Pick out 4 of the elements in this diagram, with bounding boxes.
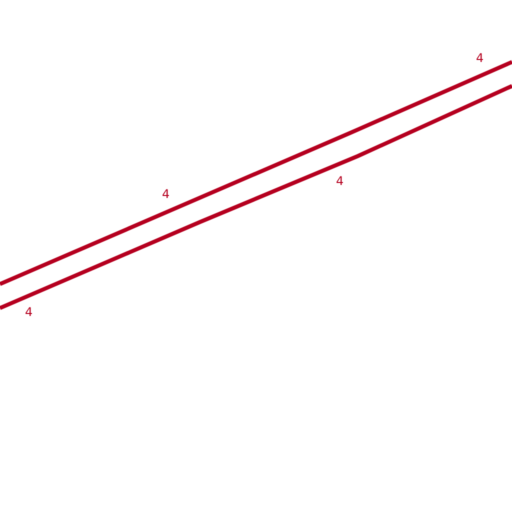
route-number: 4 <box>476 52 484 64</box>
route-number: 4 <box>336 175 344 187</box>
route-number: 4 <box>25 306 33 318</box>
route-number: 4 <box>162 188 170 200</box>
